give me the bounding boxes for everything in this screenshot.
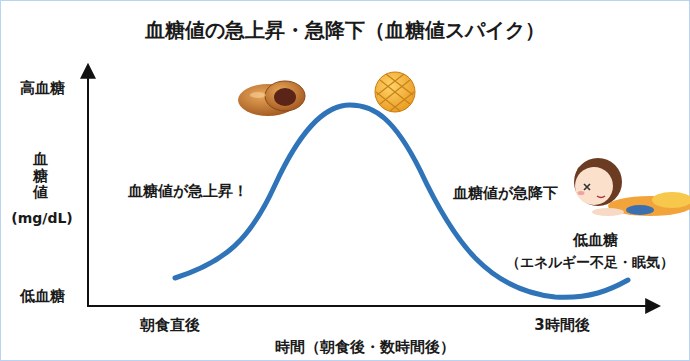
annotation: 血糖値が急上昇！	[128, 182, 248, 200]
bread-icon	[238, 81, 305, 116]
tick-label: 3時間後	[534, 316, 589, 334]
x-axis	[87, 305, 658, 307]
axis-unit: (mg/dL)	[11, 210, 72, 227]
sleeping-girl-icon	[574, 158, 690, 216]
annotation: 血糖値が急降下	[453, 184, 558, 202]
axis-title: 時間（朝食後・数時間後）	[275, 338, 455, 356]
axis-label: 低血糖	[20, 287, 65, 305]
chart-title: 血糖値の急上昇・急降下（血糖値スパイク）	[145, 18, 545, 42]
annotation: （エネルギー不足・眠気）	[506, 254, 674, 271]
annotation: 低血糖	[573, 231, 618, 249]
melon-pan-icon	[375, 72, 415, 112]
axis-title: 血糖値	[33, 151, 48, 201]
tick-label: 朝食直後	[140, 316, 200, 334]
y-axis	[87, 66, 89, 306]
axis-label: 高血糖	[20, 79, 65, 97]
